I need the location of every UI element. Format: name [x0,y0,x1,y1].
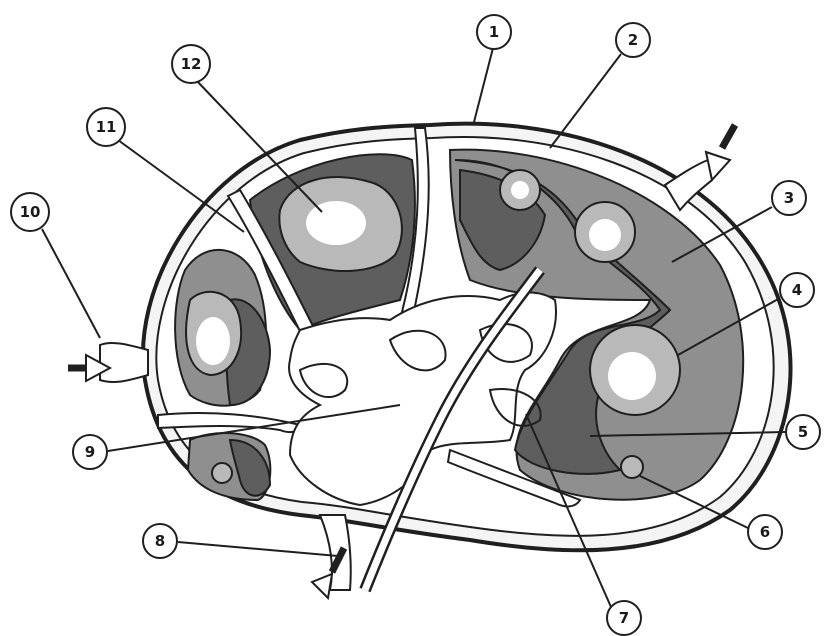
svg-text:9: 9 [85,443,95,461]
follicle-top-small [500,170,540,210]
follicle-right-small-primary [621,456,643,478]
callout-3: 3 [772,181,806,215]
arrow-afferent-right [706,125,735,180]
callout-8: 8 [143,524,177,558]
svg-text:2: 2 [628,31,638,49]
callout-5: 5 [786,415,820,449]
svg-text:4: 4 [792,281,802,299]
germinal-center-left [196,317,230,365]
callout-4: 4 [780,273,814,307]
callout-2: 2 [616,23,650,57]
callout-12: 12 [172,45,210,83]
callout-7: 7 [607,601,641,635]
follicle-right-large [590,325,680,415]
follicle-right-upper [575,202,635,262]
germinal-center-top-left [306,201,366,245]
follicle-bottom-left [212,463,232,483]
callout-9: 9 [73,435,107,469]
callout-11: 11 [87,108,125,146]
afferent-lymphatic-left [100,343,148,382]
svg-text:5: 5 [798,423,808,441]
svg-text:1: 1 [489,23,499,41]
svg-text:7: 7 [619,609,629,627]
callout-6: 6 [748,515,782,549]
callout-10: 10 [11,193,49,231]
svg-text:11: 11 [96,118,117,136]
svg-text:3: 3 [784,189,794,207]
svg-text:6: 6 [760,523,770,541]
svg-text:8: 8 [155,532,165,550]
svg-text:12: 12 [181,55,202,73]
svg-text:10: 10 [20,203,41,221]
callout-1: 1 [477,15,511,49]
